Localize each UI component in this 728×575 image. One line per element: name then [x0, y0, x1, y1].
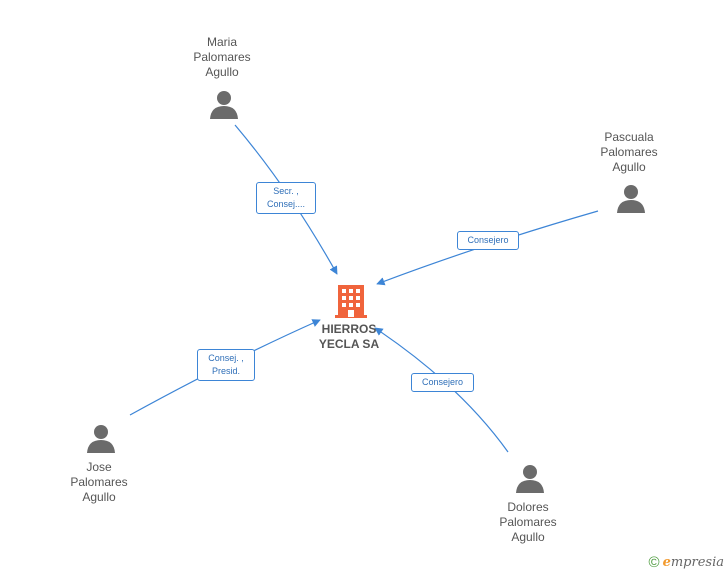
relation-line: Consej....	[266, 199, 306, 209]
logo-rest: mpresia	[670, 555, 724, 570]
name-line: Agullo	[82, 490, 116, 504]
company-building-icon[interactable]	[334, 283, 368, 319]
relation-line: Consej. ,	[208, 353, 244, 363]
person-icon[interactable]	[515, 464, 545, 494]
person-name-maria[interactable]: Maria Palomares Agullo	[162, 35, 282, 80]
name-line: Agullo	[205, 65, 239, 79]
relation-line: Consejero	[467, 235, 509, 245]
person-icon[interactable]	[209, 90, 239, 120]
person-name-dolores[interactable]: Dolores Palomares Agullo	[468, 500, 588, 545]
person-icon[interactable]	[86, 424, 116, 454]
company-name-line2: YECLA SA	[318, 337, 380, 351]
person-name-jose[interactable]: Jose Palomares Agullo	[39, 460, 159, 505]
name-line: Dolores	[507, 500, 549, 514]
relation-line: Consejero	[421, 377, 464, 387]
copyright-icon: ©	[648, 554, 660, 571]
name-line: Palomares	[193, 50, 251, 64]
relation-label-maria[interactable]: Secr. , Consej....	[256, 182, 316, 214]
relation-line: Secr. ,	[273, 186, 299, 196]
relation-label-dolores[interactable]: Consejero	[411, 373, 474, 392]
name-line: Palomares	[70, 475, 128, 489]
relation-label-jose[interactable]: Consej. , Presid.	[197, 349, 255, 381]
person-icon[interactable]	[616, 184, 646, 214]
relation-line: Presid.	[211, 366, 240, 376]
company-name[interactable]: HIERROS YECLA SA	[294, 322, 404, 352]
empresia-footer[interactable]: © empresia	[649, 554, 724, 571]
name-line: Maria	[206, 35, 237, 49]
name-line: Jose	[86, 460, 112, 474]
company-name-line1: HIERROS	[321, 322, 377, 336]
name-line: Agullo	[511, 530, 545, 544]
empresia-logo: empresia	[663, 555, 724, 570]
person-name-pascuala[interactable]: Pascuala Palomares Agullo	[569, 130, 689, 175]
logo-e: e	[662, 555, 671, 570]
relation-label-pascuala[interactable]: Consejero	[457, 231, 519, 250]
name-line: Palomares	[600, 145, 658, 159]
name-line: Palomares	[499, 515, 557, 529]
name-line: Agullo	[612, 160, 646, 174]
name-line: Pascuala	[604, 130, 654, 144]
